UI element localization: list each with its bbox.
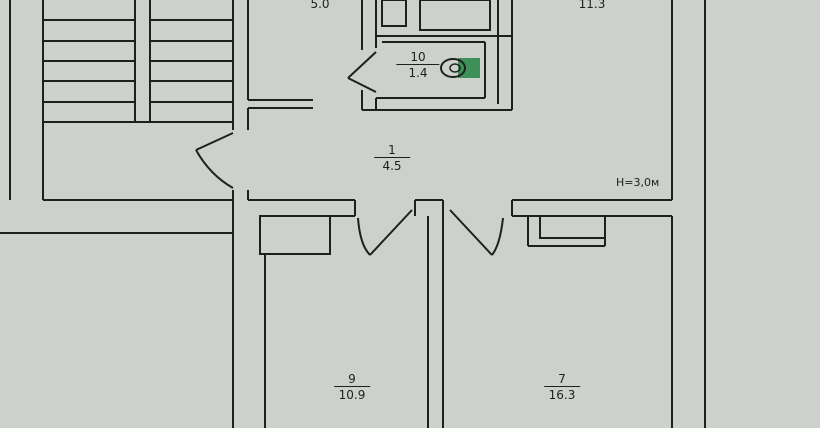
- niche-right: [539, 215, 606, 239]
- door-room-9: [357, 209, 413, 256]
- room-label-top-left: 5.0: [310, 0, 330, 11]
- room-label-corridor: 1 4.5: [374, 143, 410, 173]
- room-label-7: 7 16.3: [544, 372, 580, 402]
- staircase: [42, 0, 233, 201]
- door-room-7: [449, 209, 504, 256]
- room-label-9: 9 10.9: [334, 372, 370, 402]
- room-label-toilet: 10 1.4: [396, 50, 440, 80]
- ceiling-height-note: H=3,0м: [616, 176, 660, 189]
- bathroom-block: [347, 0, 513, 111]
- entrance-door: [195, 132, 234, 189]
- niche-left: [259, 215, 331, 255]
- toilet-fixture: [440, 58, 480, 78]
- room-label-top-right: 11.3: [578, 0, 606, 11]
